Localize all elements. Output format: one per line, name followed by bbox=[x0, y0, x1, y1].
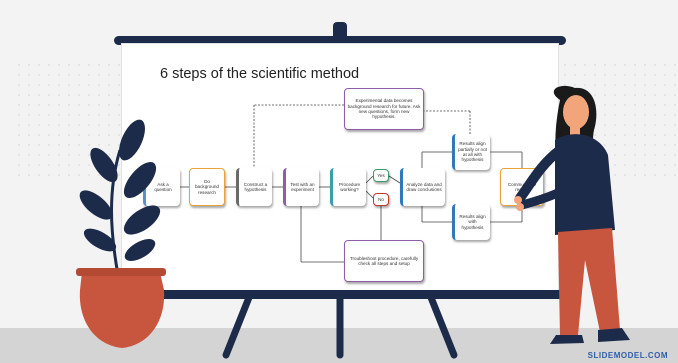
easel-top-bar bbox=[114, 36, 566, 45]
feedback-box: Experimental data becomes background res… bbox=[344, 88, 424, 130]
dot-pattern-left bbox=[14, 60, 134, 180]
step-test-experiment: Test with an experiment bbox=[283, 168, 319, 206]
easel-hanger bbox=[333, 22, 347, 38]
step-procedure-working: Procedure working? bbox=[330, 168, 366, 206]
step-construct-hypothesis: Construct a hypothesis bbox=[236, 168, 272, 206]
step-background-research: Do background research bbox=[189, 168, 225, 206]
result-align: Results align with hypothesis bbox=[452, 204, 490, 240]
slidemodel-credit: SLIDEMODEL.COM bbox=[587, 351, 668, 360]
slide-title: 6 steps of the scientific method bbox=[160, 66, 360, 82]
decision-yes: Yes bbox=[373, 169, 389, 182]
troubleshoot-box: Troubleshoot procedure, carefully check … bbox=[344, 240, 424, 282]
result-partial-align: Results align partially or not at all wi… bbox=[452, 134, 490, 170]
decision-no: No bbox=[373, 193, 389, 206]
easel-bottom-bar bbox=[114, 290, 566, 299]
step-analyze-data: Analyze data and draw conclusions bbox=[400, 168, 445, 206]
